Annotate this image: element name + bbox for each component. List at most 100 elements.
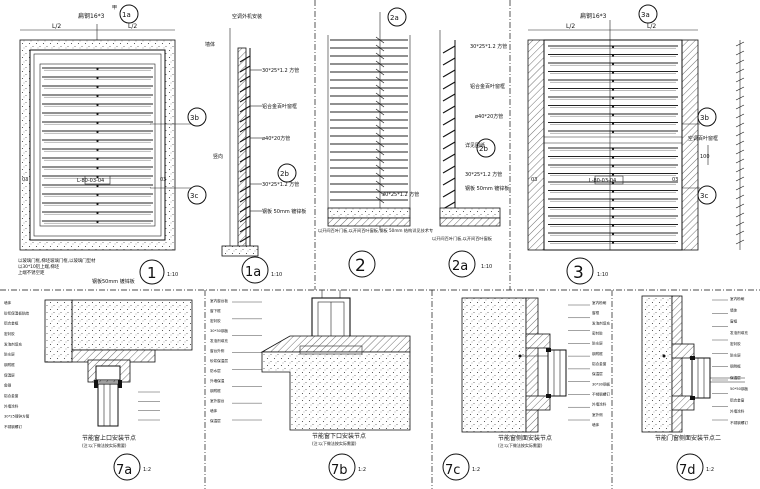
dim-tick <box>375 188 385 196</box>
dim-tick <box>735 149 745 155</box>
d3-dim-right: L/2 <box>647 23 656 30</box>
dim-tick <box>735 158 745 164</box>
d7c-label-2: 窗框 <box>592 310 600 315</box>
d7c-label-6: 钢附框 <box>592 351 603 356</box>
dim-tick <box>375 100 385 108</box>
d7c-label-9: 30*30钢板 <box>592 381 611 386</box>
d1-dim-right: L/2 <box>128 23 137 30</box>
louver-blade-rivet <box>611 62 615 66</box>
louver-blade-rivet <box>611 198 615 202</box>
section-slat <box>442 105 456 114</box>
d7a-label-9: 角钢 <box>4 383 12 388</box>
section-slat <box>239 195 251 203</box>
d3-code: L-80-03-04 <box>589 178 616 184</box>
louver-blade-rivet <box>611 54 615 57</box>
d2a-label-5: 30*25*1.2 方管 <box>465 171 502 178</box>
dim-tick <box>375 108 385 116</box>
louver-blade-rivet <box>611 173 615 176</box>
d7b-label-1: 室内窗台板 <box>210 298 228 303</box>
louver-blade-rivet <box>96 220 99 224</box>
d2a-scale: 1:10 <box>481 264 492 270</box>
section-2a: 30*25*1.2 方管 铝合金百叶窗框 ø40*20方管 详见图纸 30*25… <box>432 30 509 278</box>
dim-tick <box>735 239 745 245</box>
louver-blade-rivet <box>611 113 615 117</box>
louver-blade-rivet <box>611 224 615 227</box>
dim-tick <box>735 77 745 83</box>
d7d-label-9: 50*50钢板 <box>730 386 749 391</box>
louver-blade-rivet <box>96 148 99 152</box>
detail-7b: 节能窗下口安装节点 (注:以下做法按实际需要) 7b 1:2 室内窗台板窗下框密… <box>210 290 411 481</box>
d7b-scale: 1:2 <box>358 467 366 473</box>
d7a-label-1: 墙体 <box>4 300 12 305</box>
dim-tick <box>735 203 745 209</box>
d2-number: 2 <box>355 256 366 276</box>
louver-blade-rivet <box>611 156 615 159</box>
dim-tick <box>735 50 745 56</box>
dim-tick <box>375 84 385 92</box>
d1a-label-4: 铝合金百叶窗框 <box>262 103 297 110</box>
d7d-number: 7d <box>679 463 696 478</box>
louver-blade-rivet <box>96 121 99 125</box>
d7a-label-12: 30*25镀锌方管 <box>4 414 30 419</box>
dim-tick <box>735 167 745 173</box>
louver-blade-rivet <box>611 181 615 185</box>
section-slat <box>442 57 456 66</box>
d1-scale: 1:10 <box>167 272 178 278</box>
d7c-number: 7c <box>445 463 460 478</box>
dim-tick <box>375 164 385 172</box>
section-slat <box>442 177 456 186</box>
d1a-slats <box>239 55 251 243</box>
d7b-label-6: 窗台外侧 <box>210 348 225 353</box>
dim-tick <box>735 185 745 191</box>
d7d-label-3: 窗框 <box>730 319 738 324</box>
elevation-2: 2a 30*25*1.2 方管 以开间百叶门板,以开间百叶窗板,钢板 50mm … <box>318 7 433 278</box>
d3-side-dims <box>735 40 745 250</box>
d1-bottom-note: 钢板50mm 镀锌板 <box>92 278 135 285</box>
louver-blade-rivet <box>611 130 615 134</box>
elevation-1: 扁钢16*3 L/2 L/2 1a 甲 L-80-03-04 03 03 3b … <box>18 4 207 285</box>
d2a-label-6: 钢板 50mm 镀锌板 <box>465 185 509 192</box>
section-slat <box>239 235 251 243</box>
d7c-label-5: 防水层 <box>592 341 603 346</box>
d3-dim: 100 <box>700 154 710 160</box>
d2-tag: 2a <box>390 14 399 22</box>
d7b-leaders <box>232 301 262 421</box>
d7c-label-3: 发泡剂填充 <box>592 320 610 325</box>
d7d-label-8: 保温层 <box>730 375 741 380</box>
d7a-label-6: 防水层 <box>4 352 15 357</box>
d3-tag-no-left: 03 <box>531 177 537 183</box>
dim-tick <box>735 140 745 146</box>
dim-tick <box>735 194 745 200</box>
d2a-bottom-note: 以开间百叶门板,以开间百叶窗板 <box>432 235 493 242</box>
d7b-number: 7b <box>331 463 348 478</box>
d7a-scale: 1:2 <box>143 467 151 473</box>
d7d-label-4: 发泡剂填充 <box>730 330 748 335</box>
louver-blade-rivet <box>611 215 615 219</box>
dim-tick <box>735 95 745 101</box>
section-slat <box>442 153 456 162</box>
d2a-label-1: 30*25*1.2 方管 <box>470 43 507 50</box>
dim-tick <box>735 131 745 137</box>
d7b-label-10: 钢附框 <box>210 388 221 393</box>
dim-tick <box>375 116 385 124</box>
louver-blade-rivet <box>611 79 615 83</box>
d7b-label-3: 密封胶 <box>210 318 221 323</box>
dim-tick <box>735 230 745 236</box>
louver-blade-rivet <box>96 112 99 116</box>
detail-7c: 节能窗侧面安装节点 (注:以下做法按实际需要) 7c 1:2 室内粉刷窗框发泡剂… <box>442 297 611 481</box>
d2a-label-2: 铝合金百叶窗框 <box>470 83 505 90</box>
detail-7d: 节能门窗侧面安装节点二 7d 1:2 室内粉刷墙体窗框发泡剂填充密封胶防水层钢附… <box>641 295 749 481</box>
d1a-label-3: 30*25*1.2 方管 <box>262 67 299 74</box>
d3-top-note: 扁钢16*3 <box>580 12 607 20</box>
louver-blade-rivet <box>96 166 99 170</box>
section-slat <box>239 205 251 213</box>
louver-blade-rivet <box>96 184 99 188</box>
elevation-3: 扁钢16*3 L/2 L/2 3a L-80-03-04 03 03 3b 3c… <box>527 4 745 285</box>
d3-label-1: 空调百叶窗框 <box>688 135 718 142</box>
d1-tag-a: 1a <box>122 11 131 19</box>
section-slat <box>442 129 456 138</box>
louver-blade-rivet <box>96 193 99 197</box>
detail-7a: 节能窗上口安装节点 (注:以下做法按实际需要) 7a 1:2 墙体砂浆保温板粘结… <box>4 299 193 481</box>
d7d-leaders <box>712 299 728 421</box>
dim-tick <box>735 176 745 182</box>
